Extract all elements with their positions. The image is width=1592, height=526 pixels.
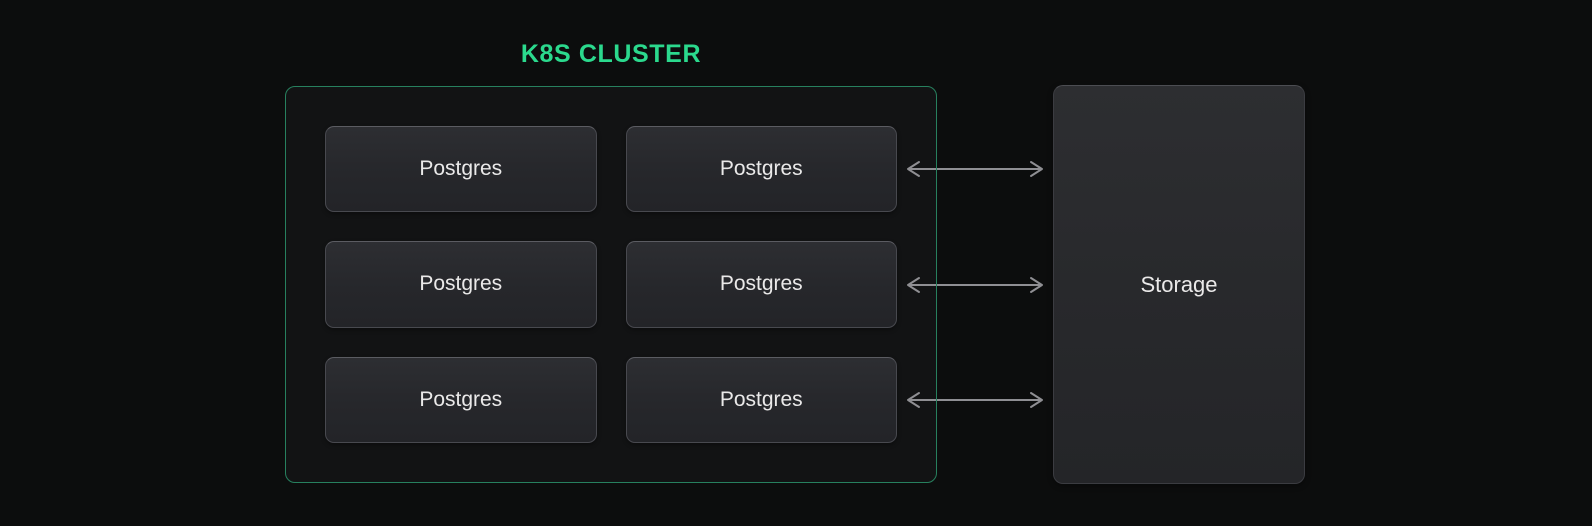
- postgres-node-label: Postgres: [419, 157, 503, 181]
- postgres-node-label: Postgres: [719, 157, 803, 181]
- k8s-cluster-container: Postgres Postgres Postgres Postgres Post…: [285, 86, 937, 483]
- storage-box: Storage: [1053, 85, 1305, 484]
- postgres-node: Postgres: [625, 241, 897, 328]
- postgres-node: Postgres: [325, 126, 597, 213]
- postgres-node: Postgres: [625, 126, 897, 213]
- postgres-node-label: Postgres: [419, 387, 503, 411]
- postgres-node: Postgres: [325, 241, 597, 328]
- cluster-title: K8S CLUSTER: [520, 40, 702, 68]
- postgres-node-label: Postgres: [719, 387, 803, 411]
- postgres-node: Postgres: [625, 356, 897, 443]
- postgres-node: Postgres: [325, 356, 597, 443]
- storage-label: Storage: [1140, 271, 1218, 297]
- bidirectional-arrow-icon: [905, 157, 1045, 181]
- bidirectional-arrow-icon: [905, 388, 1045, 412]
- postgres-node-label: Postgres: [419, 272, 503, 296]
- postgres-node-label: Postgres: [719, 272, 803, 296]
- bidirectional-arrow-icon: [905, 273, 1045, 297]
